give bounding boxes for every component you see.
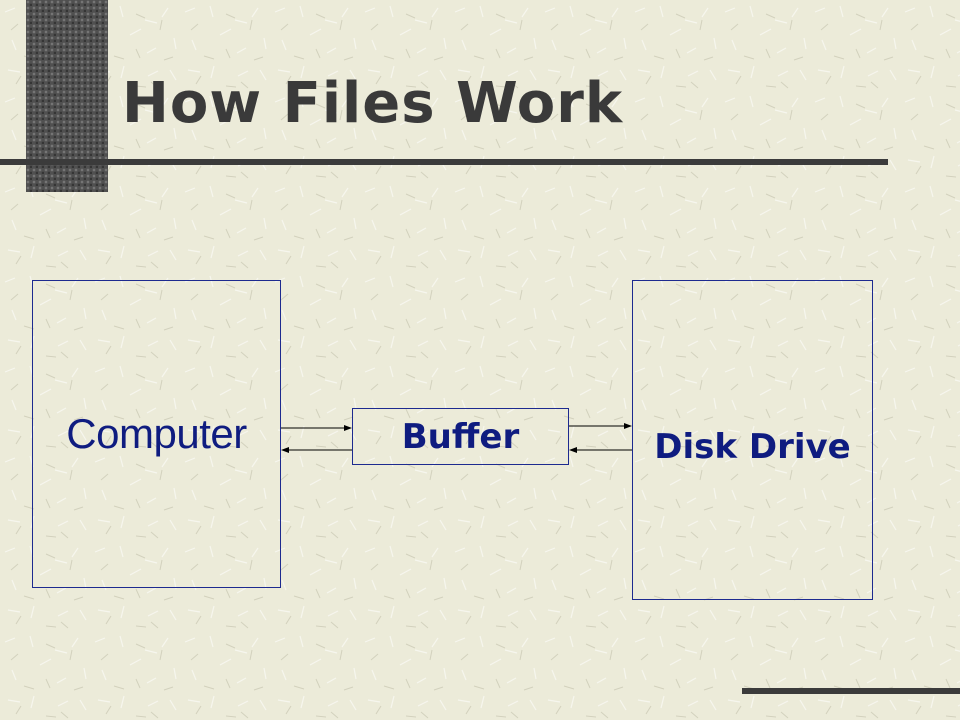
buffer-box: Buffer	[352, 408, 569, 465]
slide-title: How Files Work	[122, 71, 624, 136]
buffer-label: Buffer	[401, 416, 520, 457]
corner-accent-rule	[742, 688, 960, 694]
computer-label: Computer	[66, 410, 247, 457]
computer-box: Computer	[32, 280, 281, 588]
title-underline-rule	[0, 159, 888, 165]
disk-drive-label: Disk Drive	[654, 427, 851, 467]
disk-drive-box: Disk Drive	[632, 280, 873, 600]
